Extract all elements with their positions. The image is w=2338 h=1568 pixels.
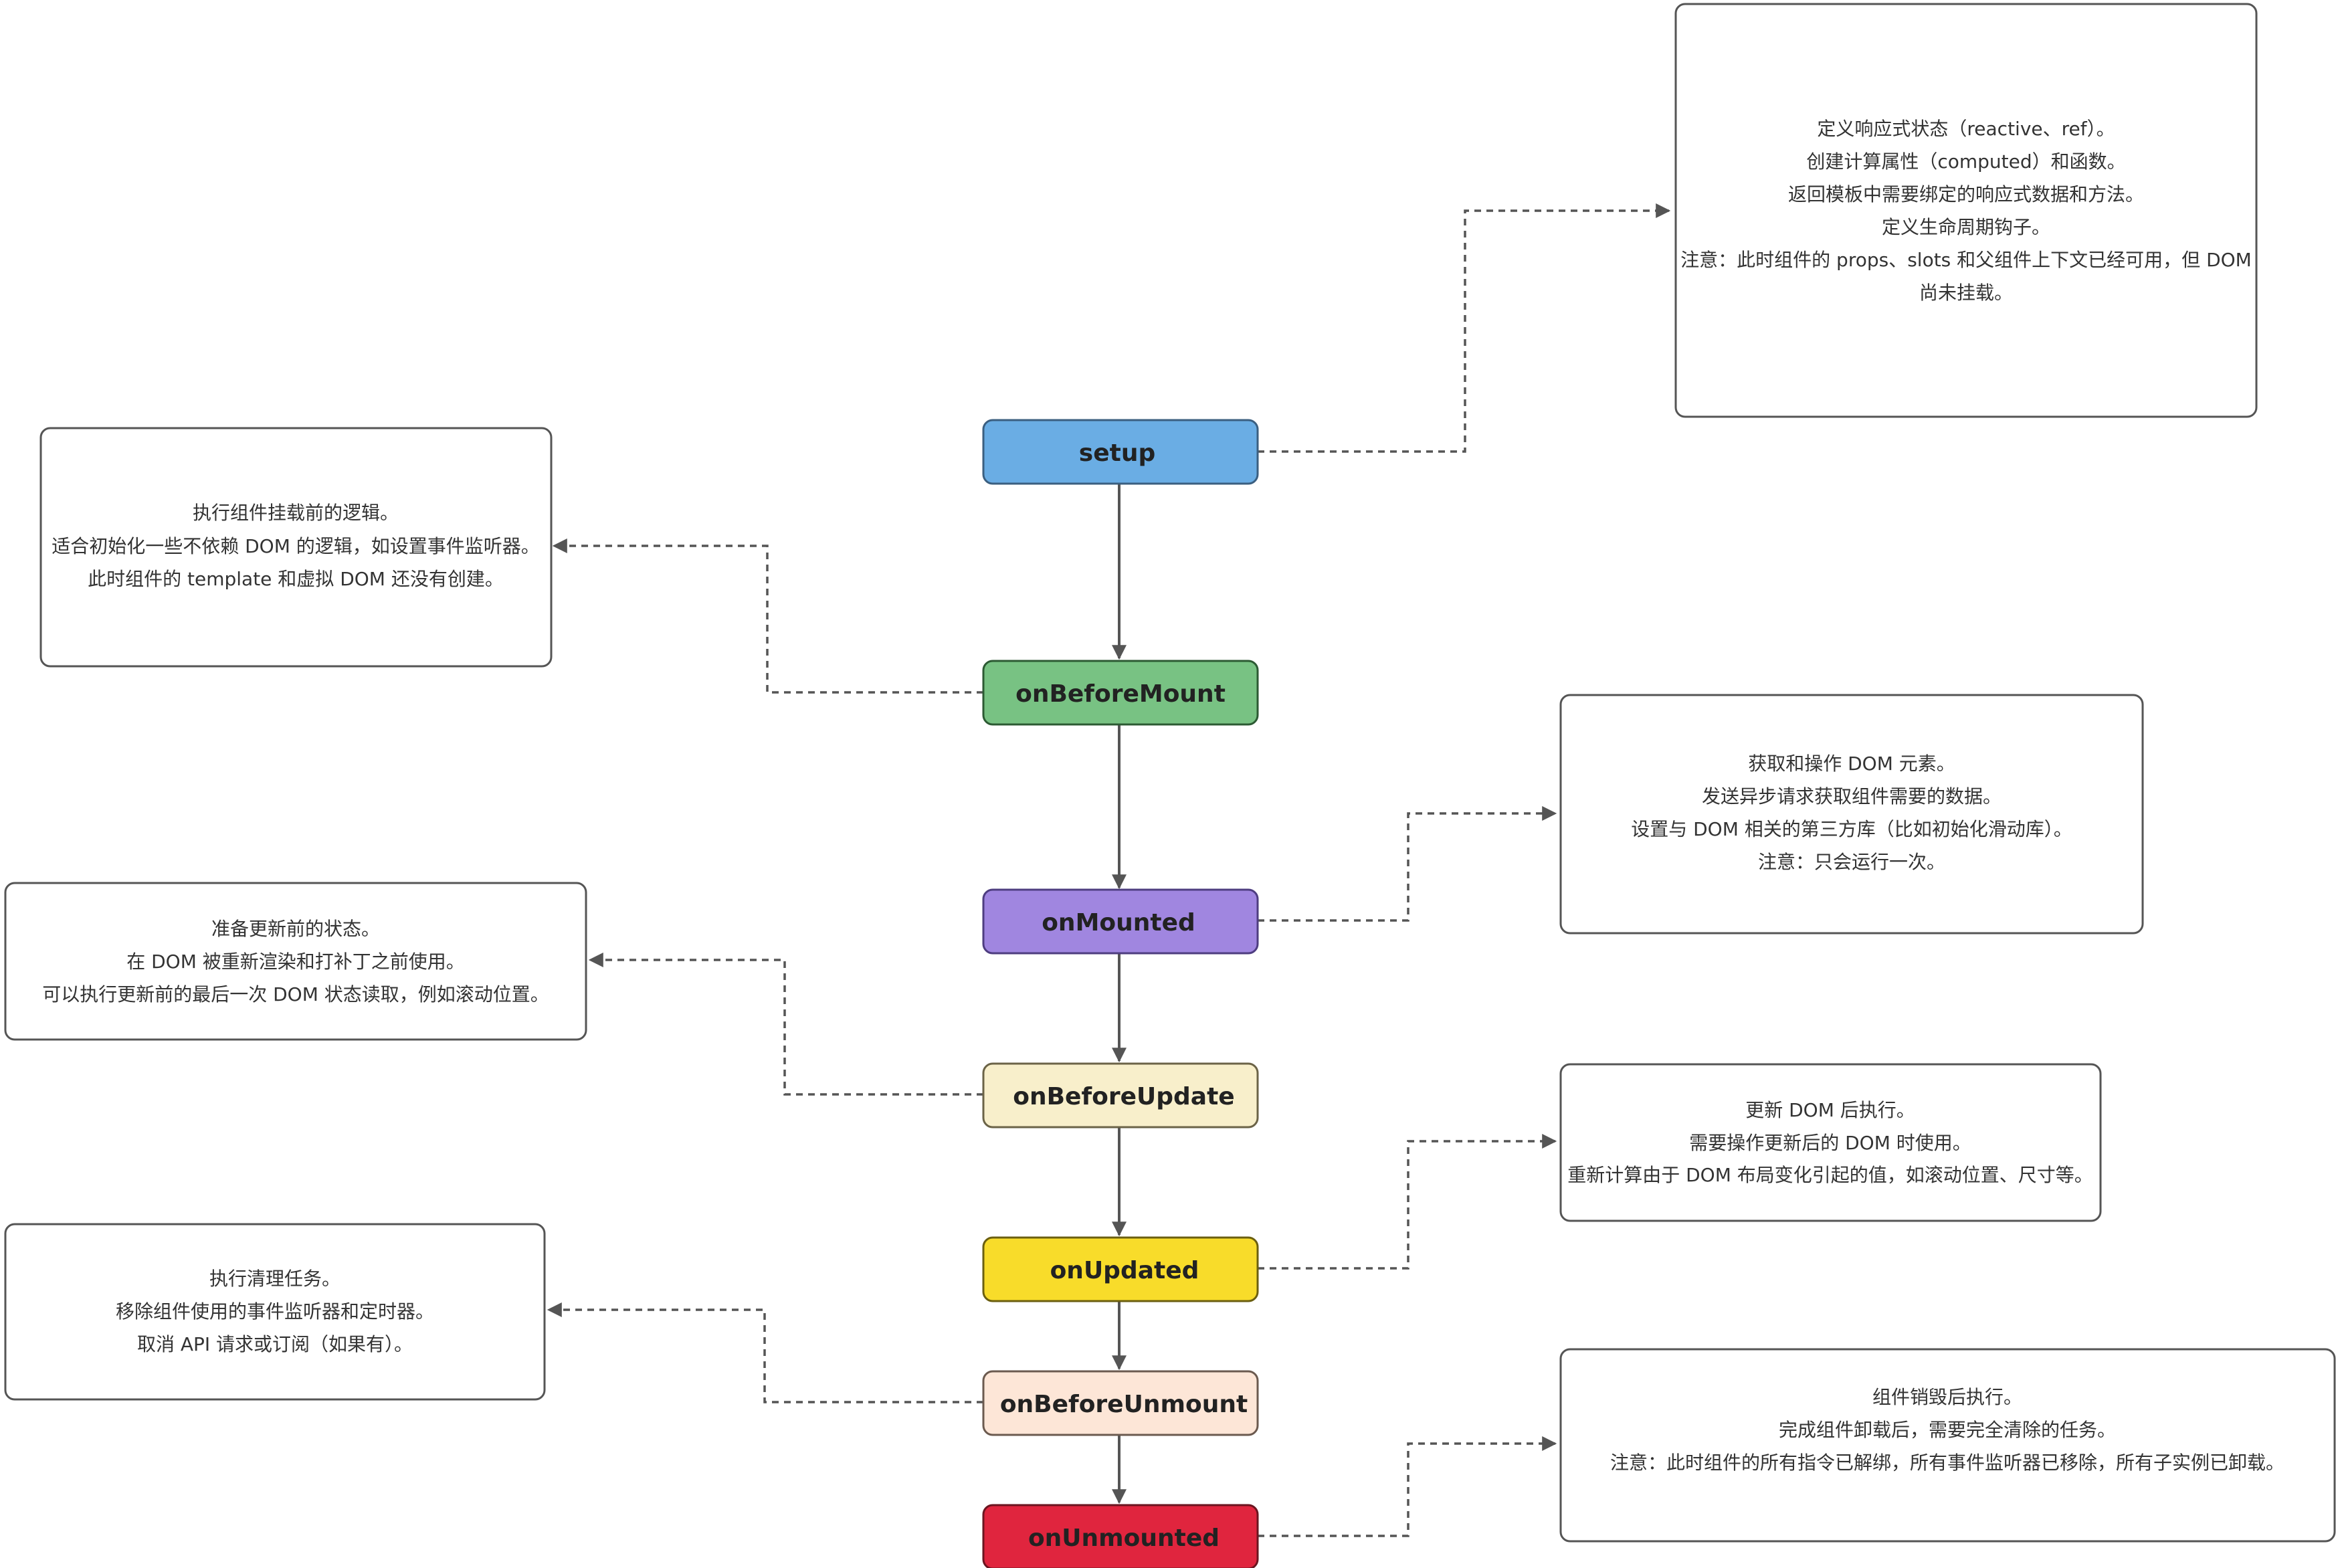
box-unmounted: 组件销毁后执行。 完成组件卸载后，需要完全清除的任务。 注意：此时组件的所有指令… (1559, 1348, 2336, 1543)
box-updated-frame (1559, 1063, 2102, 1222)
node-mounted-label: onMounted (1042, 909, 1195, 937)
box-updated-line: 更新 DOM 后执行。 (1745, 1099, 1915, 1121)
box-unmounted-frame (1559, 1348, 2336, 1543)
box-setup-line: 创建计算属性（computed）和函数。 (1806, 151, 2125, 173)
connector-unmounted (1258, 1436, 1557, 1537)
connector-before-mount (552, 538, 983, 694)
box-setup-line: 定义生命周期钩子。 (1882, 216, 2050, 238)
node-updated[interactable]: onUpdated (982, 1236, 1259, 1302)
node-before-unmount-label: onBeforeUnmount (1000, 1391, 1248, 1418)
connector-updated (1258, 1134, 1557, 1270)
box-before-unmount: 执行清理任务。 移除组件使用的事件监听器和定时器。 取消 API 请求或订阅（如… (4, 1223, 546, 1401)
box-setup-line: 定义响应式状态（reactive、ref）。 (1817, 118, 2115, 140)
node-setup-shape[interactable] (982, 419, 1259, 485)
node-setup-label: setup (1079, 439, 1155, 467)
box-before-mount-line: 适合初始化一些不依赖 DOM 的逻辑，如设置事件监听器。 (52, 535, 540, 557)
box-before-mount-line: 执行组件挂载前的逻辑。 (193, 502, 399, 524)
box-before-update-line: 在 DOM 被重新渲染和打补丁之前使用。 (126, 951, 465, 973)
node-before-update-label: onBeforeUpdate (1013, 1083, 1234, 1110)
connector-before-update (588, 953, 983, 1096)
box-updated: 更新 DOM 后执行。 需要操作更新后的 DOM 时使用。 重新计算由于 DOM… (1559, 1063, 2102, 1222)
node-mounted[interactable]: onMounted (982, 888, 1259, 955)
box-updated-line: 重新计算由于 DOM 布局变化引起的值，如滚动位置、尺寸等。 (1567, 1164, 2093, 1186)
box-mounted-frame (1559, 694, 2144, 935)
box-before-mount: 执行组件挂载前的逻辑。 适合初始化一些不依赖 DOM 的逻辑，如设置事件监听器。… (39, 427, 553, 668)
lifecycle-nodes: setup onBeforeMount onMounted onBeforeUp… (982, 419, 1259, 1568)
box-updated-line: 需要操作更新后的 DOM 时使用。 (1689, 1132, 1971, 1154)
connector-mounted (1258, 806, 1557, 922)
box-before-update-frame (4, 882, 587, 1041)
node-unmounted-label: onUnmounted (1028, 1525, 1220, 1552)
box-before-unmount-line: 移除组件使用的事件监听器和定时器。 (116, 1300, 434, 1322)
connector-before-unmount (547, 1302, 983, 1403)
box-before-update-line: 可以执行更新前的最后一次 DOM 状态读取，例如滚动位置。 (42, 983, 549, 1005)
box-setup-line: 尚未挂载。 (1919, 282, 2013, 304)
node-before-unmount-shape[interactable] (982, 1370, 1259, 1436)
box-before-mount-frame (39, 427, 553, 668)
box-before-unmount-line: 取消 API 请求或订阅（如果有）。 (137, 1333, 413, 1355)
annotation-connectors (547, 203, 1671, 1537)
node-before-mount[interactable]: onBeforeMount (982, 660, 1259, 726)
node-mounted-shape[interactable] (982, 888, 1259, 955)
box-mounted-line: 获取和操作 DOM 元素。 (1748, 753, 1955, 775)
box-setup-line: 注意：此时组件的 props、slots 和父组件上下文已经可用，但 DOM (1680, 249, 2252, 271)
box-before-update: 准备更新前的状态。 在 DOM 被重新渲染和打补丁之前使用。 可以执行更新前的最… (4, 882, 587, 1041)
box-unmounted-line: 注意：此时组件的所有指令已解绑，所有事件监听器已移除，所有子实例已卸载。 (1610, 1452, 2284, 1474)
node-unmounted[interactable]: onUnmounted (982, 1504, 1259, 1568)
node-before-mount-label: onBeforeMount (1015, 680, 1226, 708)
node-before-unmount[interactable]: onBeforeUnmount (982, 1370, 1259, 1436)
node-before-update[interactable]: onBeforeUpdate (982, 1062, 1259, 1129)
box-setup-line: 返回模板中需要绑定的响应式数据和方法。 (1788, 183, 2144, 205)
node-unmounted-shape[interactable] (982, 1504, 1259, 1568)
box-mounted-line: 设置与 DOM 相关的第三方库（比如初始化滑动库）。 (1631, 818, 2072, 840)
box-setup-frame (1674, 3, 2258, 418)
box-mounted-line: 注意：只会运行一次。 (1758, 851, 1945, 873)
description-boxes: 定义响应式状态（reactive、ref）。 创建计算属性（computed）和… (4, 3, 2336, 1543)
node-updated-shape[interactable] (982, 1236, 1259, 1302)
node-updated-label: onUpdated (1050, 1257, 1199, 1284)
box-unmounted-line: 组件销毁后执行。 (1872, 1386, 2022, 1408)
box-mounted-line: 发送异步请求获取组件需要的数据。 (1702, 785, 2002, 807)
box-before-unmount-frame (4, 1223, 546, 1401)
box-mounted: 获取和操作 DOM 元素。 发送异步请求获取组件需要的数据。 设置与 DOM 相… (1559, 694, 2144, 935)
connector-setup (1258, 203, 1671, 453)
box-before-update-line: 准备更新前的状态。 (211, 918, 380, 940)
box-before-mount-line: 此时组件的 template 和虚拟 DOM 还没有创建。 (88, 568, 504, 590)
box-unmounted-line: 完成组件卸载后，需要完全清除的任务。 (1779, 1419, 2116, 1441)
node-setup[interactable]: setup (982, 419, 1259, 485)
node-before-update-shape[interactable] (982, 1062, 1259, 1129)
node-before-mount-shape[interactable] (982, 660, 1259, 726)
box-before-unmount-line: 执行清理任务。 (209, 1268, 340, 1290)
box-setup: 定义响应式状态（reactive、ref）。 创建计算属性（computed）和… (1674, 3, 2258, 418)
